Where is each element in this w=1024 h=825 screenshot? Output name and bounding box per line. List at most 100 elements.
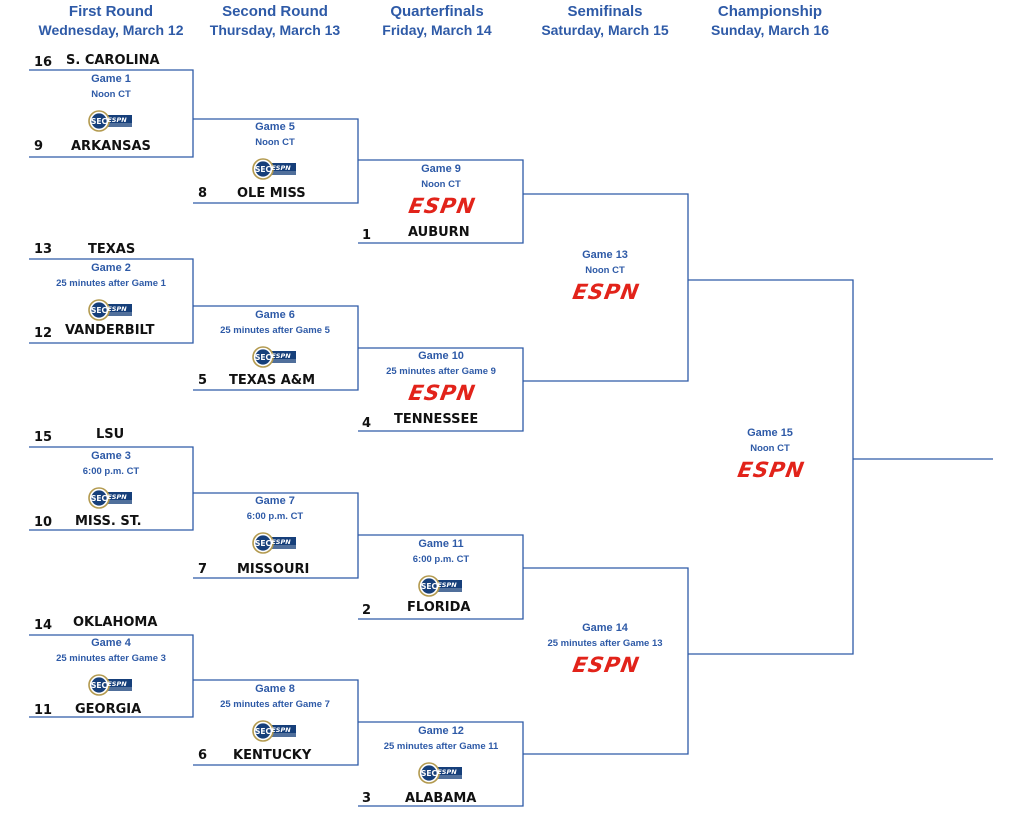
bracket-line [29, 634, 194, 718]
game-time: Noon CT [91, 89, 131, 100]
svg-text:SEC: SEC [255, 727, 272, 736]
svg-text:SEC: SEC [91, 494, 108, 503]
round-date: Wednesday, March 12 [38, 22, 184, 38]
team-seed: 3 [362, 791, 372, 806]
team-name: VANDERBILT [65, 323, 155, 338]
round-date: Friday, March 14 [382, 22, 492, 38]
svg-text:SEC: SEC [421, 582, 438, 591]
team-seed: 5 [198, 373, 208, 388]
team-seed: 1 [362, 228, 372, 243]
bracket-line [358, 347, 524, 432]
svg-text:ESPN: ESPN [271, 538, 291, 546]
round-header-semifinals: Semifinals Saturday, March 15 [520, 3, 690, 39]
svg-text:ESPN: ESPN [107, 116, 127, 124]
svg-text:SEC: SEC [91, 117, 108, 126]
round-title: Quarterfinals [390, 3, 484, 20]
team-seed: 14 [34, 618, 53, 633]
game-number: Game 14 [582, 622, 628, 634]
bracket-line [29, 446, 194, 531]
svg-text:ESPN: ESPN [271, 164, 291, 172]
team-seed: 13 [34, 242, 53, 257]
svg-text:ESPN: ESPN [571, 282, 642, 302]
team-name: FLORIDA [407, 600, 471, 615]
team-name: ALABAMA [405, 791, 477, 806]
team-name: KENTUCKY [233, 748, 312, 763]
round-date: Thursday, March 13 [209, 22, 341, 38]
team-name: TEXAS A&M [229, 373, 316, 388]
team-seed: 6 [198, 748, 208, 763]
game-time: Noon CT [255, 137, 295, 148]
game-number: Game 10 [418, 350, 464, 362]
game-time: 25 minutes after Game 9 [386, 366, 496, 377]
team-name: TENNESSEE [394, 412, 479, 427]
game-number: Game 12 [418, 725, 464, 737]
game-time: 25 minutes after Game 1 [56, 278, 166, 289]
game-number: Game 9 [421, 163, 461, 175]
game-number: Game 15 [747, 427, 793, 439]
team-seed: 16 [34, 55, 53, 70]
bracket-line [29, 258, 194, 344]
svg-text:SEC: SEC [91, 681, 108, 690]
game-time: 25 minutes after Game 11 [383, 741, 499, 752]
game-time: 6:00 p.m. CT [82, 466, 140, 477]
game-number: Game 7 [255, 495, 295, 507]
game-time: 6:00 p.m. CT [412, 554, 470, 565]
team-seed: 8 [198, 186, 208, 201]
round-title: Second Round [222, 3, 328, 20]
team-name: OLE MISS [237, 186, 306, 201]
round-title: Semifinals [567, 3, 643, 20]
round-header-quarterfinals: Quarterfinals Friday, March 14 [352, 3, 522, 39]
team-name: AUBURN [408, 225, 470, 240]
espn-logo: ESPN [393, 380, 489, 405]
svg-text:ESPN: ESPN [437, 581, 457, 589]
game-number: Game 8 [255, 683, 295, 695]
svg-text:SEC: SEC [91, 306, 108, 315]
game-number: Game 13 [582, 249, 628, 261]
bracket-line [688, 279, 854, 655]
game-time: Noon CT [585, 265, 625, 276]
team-name: GEORGIA [75, 702, 142, 717]
team-seed: 12 [34, 326, 53, 341]
game-number: Game 6 [255, 309, 295, 321]
svg-text:SEC: SEC [255, 353, 272, 362]
game-number: Game 3 [91, 450, 131, 462]
espn-logo: ESPN [722, 457, 818, 482]
team-name: TEXAS [88, 242, 136, 257]
team-name: LSU [96, 427, 125, 442]
game-time: 25 minutes after Game 5 [220, 325, 330, 336]
round-date: Saturday, March 15 [541, 22, 669, 38]
round-title: First Round [68, 3, 154, 20]
svg-text:ESPN: ESPN [407, 383, 478, 403]
game-number: Game 2 [91, 262, 131, 274]
team-name: S. CAROLINA [66, 53, 160, 68]
round-date: Sunday, March 16 [710, 22, 829, 38]
svg-text:ESPN: ESPN [107, 305, 127, 313]
espn-logo: ESPN [393, 193, 489, 218]
game-time: 6:00 p.m. CT [246, 511, 304, 522]
espn-logo: ESPN [557, 279, 653, 304]
svg-text:ESPN: ESPN [107, 493, 127, 501]
game-number: Game 5 [255, 121, 295, 133]
svg-text:ESPN: ESPN [407, 196, 478, 216]
game-time: Noon CT [750, 443, 790, 454]
team-seed: 7 [198, 562, 208, 577]
bracket-line [358, 159, 524, 244]
team-name: ARKANSAS [71, 139, 151, 154]
svg-text:SEC: SEC [255, 165, 272, 174]
team-seed: 4 [362, 416, 372, 431]
svg-text:ESPN: ESPN [107, 680, 127, 688]
svg-text:SEC: SEC [421, 769, 438, 778]
team-seed: 11 [34, 703, 53, 718]
round-header-second: Second Round Thursday, March 13 [190, 3, 360, 39]
team-seed: 10 [34, 515, 53, 530]
